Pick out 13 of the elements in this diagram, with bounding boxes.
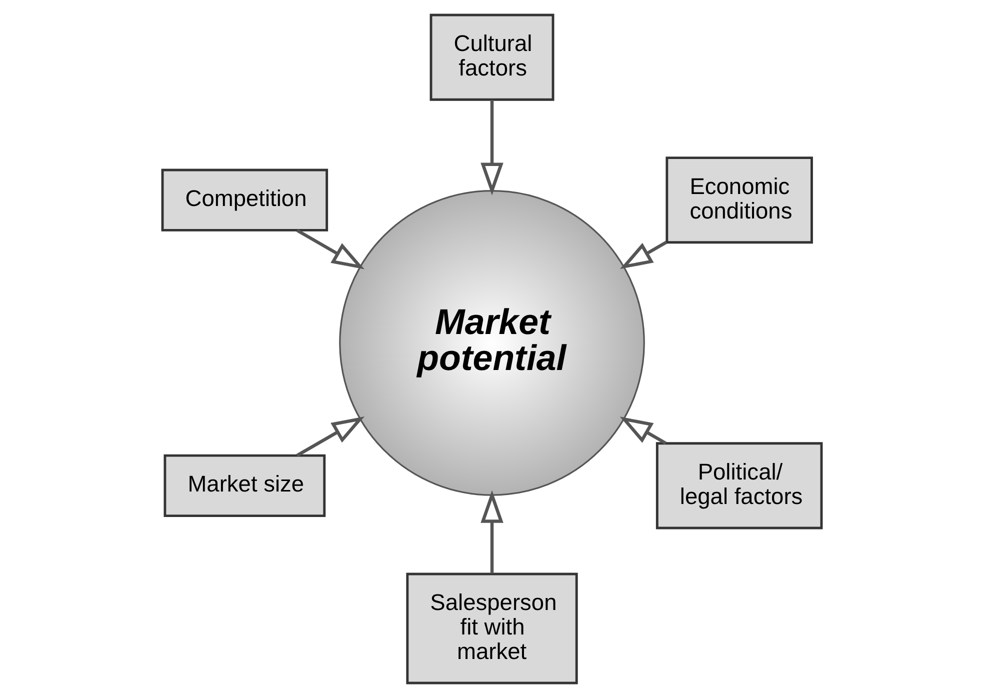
arrow: [619, 240, 667, 270]
arrow: [480, 100, 503, 196]
node-box: Competition: [160, 168, 328, 232]
arrow: [480, 490, 503, 574]
arrow: [619, 416, 666, 445]
node-box: Market size: [163, 454, 326, 517]
arrow: [296, 416, 364, 457]
node-box: Salesperson fit with market: [406, 572, 578, 684]
node-box: Economic conditions: [665, 156, 812, 244]
node-circle: Market potential: [338, 190, 644, 496]
arrow: [296, 228, 364, 270]
node-box: Cultural factors: [429, 14, 554, 101]
node-box: Political/ legal factors: [655, 442, 822, 530]
